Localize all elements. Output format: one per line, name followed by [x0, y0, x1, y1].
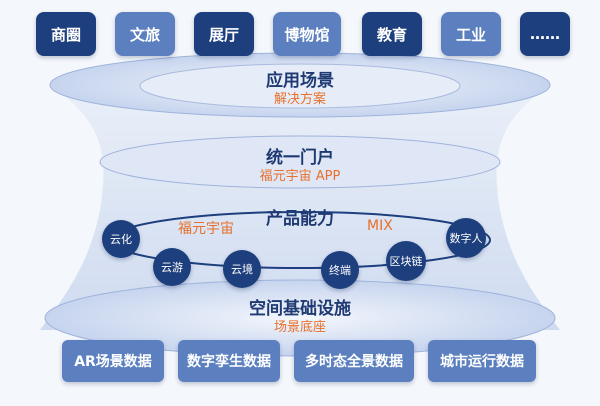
- base-digital-twin-data[interactable]: 数字孪生数据: [178, 340, 280, 382]
- portal-disc: [99, 135, 501, 189]
- tile-business-district[interactable]: 商圈: [36, 12, 96, 56]
- tile-more[interactable]: ……: [520, 12, 570, 56]
- application-layer-title: 应用场景: [266, 71, 334, 91]
- node-cloud-scene[interactable]: 云境: [223, 250, 261, 288]
- capability-label-right: MIX: [367, 218, 393, 234]
- portal-layer-title: 统一门户: [266, 148, 334, 168]
- application-layer-subtitle: 解决方案: [273, 92, 326, 107]
- tile-culture-tourism[interactable]: 文旅: [115, 12, 175, 56]
- capability-layer-title: 产品能力: [266, 209, 334, 229]
- application-disc-inner: [139, 63, 461, 109]
- node-cloud-tour[interactable]: 云游: [153, 248, 191, 286]
- node-terminal[interactable]: 终端: [321, 251, 359, 289]
- base-city-operation-data[interactable]: 城市运行数据: [428, 340, 536, 382]
- infrastructure-layer-title: 空间基础设施: [249, 299, 351, 319]
- capability-label-left: 福元宇宙: [178, 221, 234, 237]
- base-multitemporal-panorama-data[interactable]: 多时态全景数据: [294, 340, 414, 382]
- tile-education[interactable]: 教育: [362, 12, 422, 56]
- tile-industry[interactable]: 工业: [441, 12, 501, 56]
- node-cloudify[interactable]: 云化: [102, 220, 140, 258]
- tile-exhibition-hall[interactable]: 展厅: [194, 12, 254, 56]
- node-blockchain[interactable]: 区块链: [386, 241, 426, 281]
- tile-museum[interactable]: 博物馆: [273, 12, 341, 56]
- portal-layer-subtitle: 福元宇宙 APP: [259, 169, 341, 184]
- node-digital-human[interactable]: 数字人: [446, 218, 486, 258]
- base-ar-scene-data[interactable]: AR场景数据: [62, 340, 164, 382]
- infrastructure-layer-subtitle: 场景底座: [273, 320, 326, 335]
